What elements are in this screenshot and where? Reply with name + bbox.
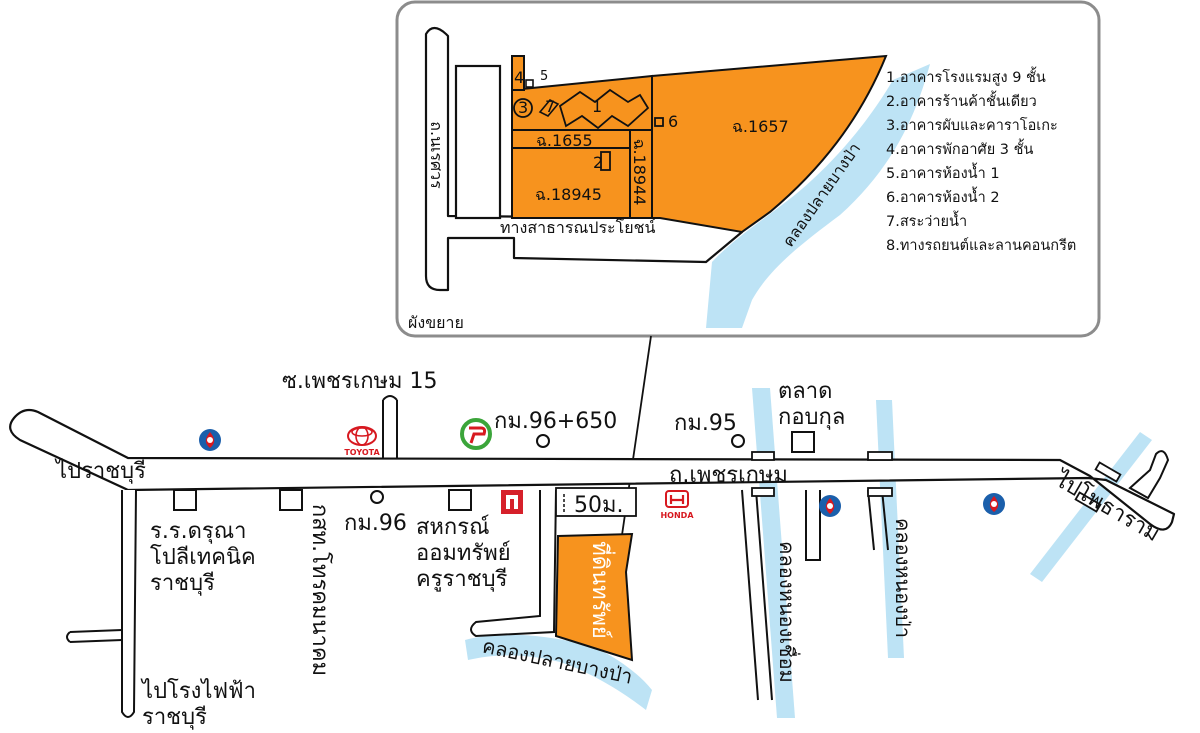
property-plot	[554, 532, 634, 662]
legend-item: 4.อาคารพักอาศัย 3 ชั้น	[886, 138, 1033, 158]
km-marker-96650	[536, 434, 550, 448]
legend-item: 2.อาคารร้านค้าชั้นเดียว	[886, 90, 1037, 110]
building-num-2: 2	[593, 153, 603, 172]
inset-block	[454, 64, 502, 220]
bridge-marker	[1094, 461, 1122, 483]
inset-road	[424, 26, 744, 292]
km-marker-95	[731, 434, 745, 448]
legend-item: 6.อาคารห้องน้ำ 2	[886, 186, 1000, 206]
km-96650-label: กม.96+650	[494, 409, 617, 434]
market-label-1: ตลาด	[778, 379, 832, 404]
inset-canal	[706, 64, 930, 328]
power-plant-label-2: ราชบุรี	[142, 705, 207, 730]
plot-18945	[511, 147, 631, 219]
school-label-3: ราชบุรี	[150, 571, 215, 596]
km-96-label: กม.96	[344, 511, 407, 536]
plot-label-18945: ฉ.18945	[535, 185, 602, 204]
km-95-label: กม.95	[674, 411, 737, 436]
building-5-toilet	[525, 79, 534, 88]
to-ratchaburi-label: ไปราชบุรี	[54, 458, 146, 484]
coop-label-1: สหกรณ์	[416, 515, 489, 540]
coop-label-3: ครูราชบุรี	[416, 567, 508, 592]
legend-item: 8.ทางรถยนต์และลานคอนกรีต	[886, 237, 1076, 254]
bridge-marker	[867, 487, 893, 497]
building-1-hotel	[558, 88, 650, 130]
legend-item: 5.อาคารห้องน้ำ 1	[886, 162, 1000, 182]
soi-label: ซ.เพชรเกษม 15	[282, 369, 438, 394]
main-road-label: ถ.เพชรเกษม	[669, 463, 788, 488]
plot-label-1657: ฉ.1657	[732, 117, 789, 136]
pt-station-icon	[460, 418, 492, 450]
school-building	[173, 489, 197, 511]
inset-caption: ผังขยาย	[408, 313, 464, 332]
inset-road-label: ถ.นเรศวร	[427, 121, 446, 189]
public-way-label: ทางสาธารณประโยชน์	[500, 218, 656, 237]
inset-plan: ถ.นเรศวร ฉ.1657 ฉ.1655 ฉ.18945 ฉ.18944 1…	[395, 0, 1101, 338]
ptt-station-icon	[983, 493, 1005, 515]
ptt-station-icon	[819, 495, 841, 517]
legend-item: 7.สระว่ายน้ำ	[886, 210, 967, 230]
toyota-label: TOYOTA	[344, 448, 380, 457]
market-building	[791, 431, 815, 453]
canal-bottom	[465, 634, 652, 710]
bridge-marker	[751, 451, 775, 461]
building-6-toilet	[654, 117, 664, 127]
school-label-2: โปลีเทคนิค	[150, 544, 256, 570]
isuzu-logo-icon	[501, 490, 523, 514]
road-canal-1	[741, 489, 773, 701]
honda-label: HONDA	[660, 511, 694, 520]
building-num-1: 1	[592, 97, 602, 116]
canal-nong-pa-label: คลองหนองป่า	[891, 518, 915, 638]
building-num-6: 6	[668, 112, 678, 131]
distance-box	[555, 487, 637, 517]
legend-item: 1.อาคารโรงแรมสูง 9 ชั้น	[886, 66, 1046, 86]
plot-18944	[629, 129, 653, 219]
ptt-station-icon	[199, 429, 221, 451]
bridge-marker	[1074, 491, 1102, 513]
coop-building	[448, 489, 472, 511]
plot-1655	[511, 129, 631, 149]
market-label-2: กอบกุล	[778, 405, 845, 430]
plot-small	[511, 55, 525, 91]
building-num-4: 4	[514, 68, 524, 87]
road-canal-3	[867, 489, 889, 551]
coop-label-2: ออมทรัพย์	[416, 541, 511, 566]
eg-building	[279, 489, 303, 511]
soi-road	[382, 395, 398, 458]
plot-label-18944: ฉ.18944	[630, 139, 649, 206]
building-3-pub	[513, 98, 533, 118]
building-num-7: 7	[545, 97, 555, 116]
canal-nong-pueak-label: คลองหนองเชื่อม	[775, 541, 801, 683]
distance-label: 50ม.	[574, 493, 624, 518]
property-access-road	[470, 489, 557, 638]
power-plant-label-1: ไปโรงไฟฟ้า	[140, 678, 256, 704]
km-marker-96	[370, 490, 384, 504]
side-road-left	[66, 629, 123, 643]
building-num-3: 3	[518, 98, 528, 117]
building-7-pool	[538, 99, 560, 117]
photharam-branch	[1128, 450, 1170, 500]
inset-legend: 1.อาคารโรงแรมสูง 9 ชั้น 2.อาคารร้านค้าชั…	[886, 66, 1076, 254]
plot-label-1655: ฉ.1655	[536, 131, 593, 150]
bridge-marker	[751, 487, 775, 497]
eg-office-label: กสท.โทรคมนาคม	[307, 504, 333, 676]
building-2-shop	[600, 151, 611, 171]
main-road	[9, 408, 1176, 531]
building-num-5: 5	[540, 69, 548, 84]
legend-item: 3.อาคารผับและคาราโอเกะ	[886, 116, 1058, 134]
plot-1657	[651, 54, 888, 234]
property-label: ที่ดินทรัพย์	[587, 541, 616, 639]
toyota-logo-icon: TOYOTA	[344, 426, 380, 457]
bridge-marker	[867, 451, 893, 461]
power-plant-road	[121, 489, 137, 718]
road-canal-2	[805, 490, 821, 561]
honda-logo-icon: HONDA	[660, 490, 694, 520]
school-label-1: ร.ร.ดรุณา	[150, 519, 247, 544]
